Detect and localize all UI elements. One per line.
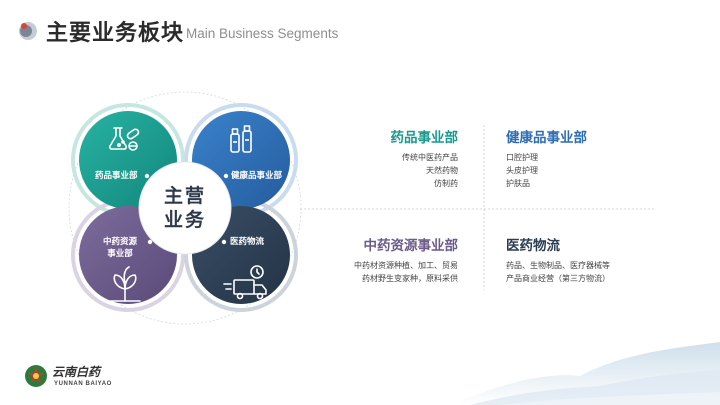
block-line-pharma-3: 仿制药 [434,179,458,188]
block-line-health-3: 护肤品 [506,179,530,188]
block-line-pharma-2: 天然药物 [426,166,458,175]
block-line-logistics-1: 药品、生物制品、医疗器械等 [506,261,610,270]
segment-label-health: 健康品事业部 [231,171,283,181]
page-title: 主要业务板块 [46,21,185,46]
company-logo-icon [25,365,47,387]
block-title-health: 健康品事业部 [506,130,587,146]
mountain-decoration [450,342,720,405]
block-title-tcm: 中药资源事业部 [363,238,459,254]
herb-leaf-icon [109,266,141,302]
flask-pills-icon [108,127,140,151]
block-line-pharma-1: 传统中医药产品 [402,153,458,162]
bottles-icon [230,125,252,153]
delivery-truck-icon [223,265,267,300]
center-label-line1: 主营 [164,185,207,207]
segment-label-logistics: 医药物流 [230,237,265,247]
block-line-tcm-1: 中药材资源种植、加工、贸易 [354,261,458,270]
page-subtitle: Main Business Segments [186,26,339,41]
block-title-logistics: 医药物流 [506,238,560,254]
block-line-tcm-2: 药材野生变家种，原料采供 [362,274,458,283]
logo-chinese-name: 云南白药 [52,365,101,379]
center-label-line2: 业务 [164,209,207,231]
logo-english-name: YUNNAN BAIYAO [54,381,112,387]
block-line-health-2: 头皮护理 [506,166,538,175]
header-bullet-icon [19,22,37,40]
block-title-pharma: 药品事业部 [390,130,459,146]
segment-label-pharma: 药品事业部 [95,171,138,181]
segment-label-tcm: 中药资源 事业部 [102,237,137,259]
block-line-health-1: 口腔护理 [506,153,538,162]
block-line-logistics-2: 产品商业经营（第三方物流） [506,274,610,283]
center-circle [138,161,232,255]
outer-dashed-ring [68,91,302,325]
